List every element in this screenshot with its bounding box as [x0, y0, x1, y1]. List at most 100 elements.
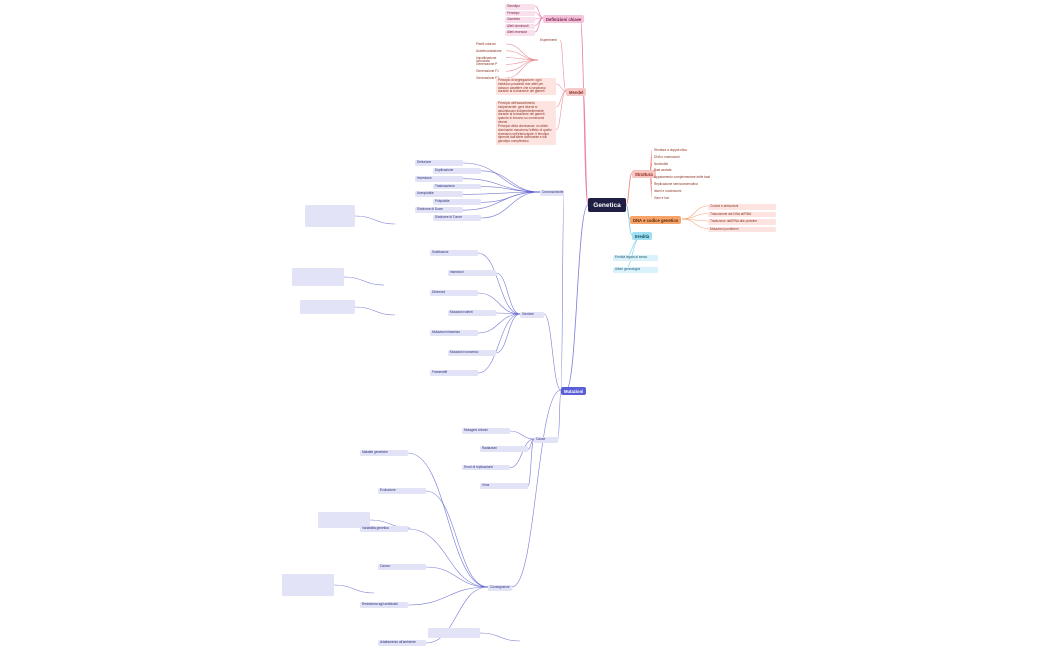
branch-mendel[interactable]: Mendel — [566, 88, 587, 96]
eredita-item[interactable]: Eredità legata al sesso — [613, 255, 658, 261]
struttura-item[interactable]: Replicazione semiconservativa — [654, 182, 698, 186]
leaf-card-placeholder — [292, 268, 344, 286]
mendel-item[interactable]: Impollinazione incrociata — [476, 55, 497, 64]
mendel-item[interactable]: Generazione F2 — [476, 76, 499, 80]
leaf-card-placeholder — [428, 628, 480, 638]
mendel-principle[interactable]: Principio dell'assortimento indipendente… — [496, 101, 556, 126]
mendel-principle[interactable]: Principio della dominanza: un allele dom… — [496, 124, 556, 145]
struttura-item[interactable]: Appaiamento complementare delle basi — [654, 175, 710, 180]
branch-struttura[interactable]: Struttura — [632, 170, 656, 178]
mutazioni-group[interactable]: Conseguenze — [488, 585, 512, 591]
mutazioni-item[interactable]: Poliploidie — [433, 199, 481, 206]
connector-line — [625, 204, 633, 236]
connector-line — [555, 90, 567, 131]
codice-item[interactable]: Mutazioni puntiformi — [708, 226, 776, 233]
connector-line — [505, 59, 539, 72]
mendel-principle[interactable]: Principio di segregazione: ogni individu… — [496, 78, 556, 96]
leaf-card-placeholder — [305, 205, 355, 227]
mutazioni-item[interactable]: Sostituzioni — [430, 250, 478, 256]
leaf-card-placeholder — [300, 300, 355, 314]
leaf-card-placeholder — [282, 574, 334, 596]
mutazioni-item[interactable]: Errori di replicazione — [462, 464, 510, 471]
mendel-item[interactable]: Piselli odorosi — [476, 42, 496, 46]
connector-line — [543, 313, 562, 391]
codice-item[interactable]: Trascrizione dal DNA all'RNA — [708, 211, 776, 218]
mutazioni-item[interactable]: Frameshift — [430, 370, 478, 376]
mendel-esperimenti-label[interactable]: Esperimenti — [540, 38, 557, 42]
mutazioni-item[interactable]: Resistenza agli antibiotici — [360, 602, 408, 608]
connector-line — [495, 313, 521, 354]
connector-line — [557, 389, 562, 440]
struttura-item[interactable]: Geni e loci — [654, 195, 670, 200]
mutazioni-item[interactable]: Adattamento all'ambiente — [378, 640, 426, 646]
codice-item[interactable]: Traduzione dall'RNA alle proteine — [708, 219, 776, 225]
mutazioni-item[interactable]: Sindrome di Down — [415, 207, 463, 213]
branch-eredita[interactable]: Eredità — [632, 232, 653, 240]
definizioni-item[interactable]: Gametes — [505, 17, 535, 23]
mutazioni-group[interactable]: Cromosomiche — [540, 190, 564, 196]
connector-line — [509, 430, 535, 440]
mutazioni-item[interactable]: Inserzioni — [448, 270, 496, 276]
codice-item[interactable]: Codoni e anticodoni — [708, 204, 776, 210]
mutazioni-item[interactable]: Variabilità genetica — [360, 526, 408, 532]
mutazioni-item[interactable]: Virus — [480, 483, 528, 489]
mutazioni-item[interactable]: Delezioni — [430, 290, 478, 296]
connector-line — [681, 213, 709, 220]
eredita-item[interactable]: Alberi genealogici — [613, 267, 658, 273]
definizioni-item[interactable]: Alleli dominanti — [505, 23, 535, 30]
definizioni-item[interactable]: Fenotipo — [505, 10, 535, 17]
connector-line — [511, 389, 562, 588]
connector-line — [425, 566, 489, 588]
connector-line — [509, 438, 535, 468]
struttura-item[interactable]: Struttura a doppia elica — [654, 148, 687, 152]
struttura-item[interactable]: DNA e cromosomi — [654, 154, 680, 159]
mutazioni-item[interactable]: Mutazioni nonsenso — [448, 350, 496, 356]
branch-codice[interactable]: DNA e codice genetico — [630, 216, 682, 224]
connector-line — [354, 306, 396, 316]
connector-line — [477, 252, 521, 315]
branch-mutazioni[interactable]: Mutazioni — [561, 387, 587, 395]
connector-line — [407, 452, 489, 588]
mutazioni-item[interactable]: Delezione — [415, 160, 463, 166]
connector-line — [534, 17, 544, 33]
connector-line — [555, 83, 567, 92]
struttura-item[interactable]: Nucleotidi — [654, 161, 668, 166]
mutazioni-item[interactable]: Radiazioni — [480, 446, 528, 453]
mutazioni-group[interactable]: Geniche — [520, 312, 544, 318]
connector-line — [527, 438, 535, 487]
definizioni-item[interactable]: Alleli recessivi — [505, 30, 535, 36]
mutazioni-item[interactable]: Mutageni chimici — [462, 428, 510, 434]
connector-line — [462, 191, 541, 211]
mendel-item[interactable]: Generazione F1 — [476, 69, 499, 74]
struttura-item[interactable]: Basi azotate — [654, 168, 672, 173]
mutazioni-item[interactable]: Traslocazione — [433, 183, 481, 190]
mutazioni-item[interactable]: Cancro — [378, 564, 426, 570]
mendel-item[interactable]: Autofecondazione — [476, 48, 502, 53]
connector-line — [565, 204, 589, 391]
mutazioni-item[interactable]: Inversione — [415, 175, 463, 182]
connector-line — [477, 313, 521, 334]
mutazioni-group[interactable]: Cause — [534, 437, 558, 443]
connector-line — [534, 5, 544, 19]
connector-line — [579, 17, 589, 206]
mutazioni-item[interactable]: Sindrome di Turner — [433, 215, 481, 221]
connector-line — [477, 292, 521, 315]
connector-line — [625, 172, 633, 206]
mutazioni-item[interactable]: Mutazioni missenso — [430, 330, 478, 336]
mutazioni-item[interactable]: Evoluzione — [378, 488, 426, 494]
mendel-esperimenti-sublabel — [506, 58, 538, 60]
mutazioni-item[interactable]: Malattie genetiche — [360, 450, 408, 456]
connector-line — [495, 272, 521, 315]
root-node[interactable]: Genetica — [588, 198, 626, 212]
connector-lines — [282, 5, 709, 644]
definizioni-item[interactable]: Genotipo — [505, 4, 535, 10]
mutazioni-item[interactable]: Aneuploidie — [415, 191, 463, 198]
branch-definizioni[interactable]: Definizioni chiave — [543, 15, 585, 23]
connector-line — [407, 586, 489, 606]
mutazioni-item[interactable]: Mutazioni silenti — [448, 310, 496, 316]
mendel-item[interactable]: Generazione P — [476, 62, 498, 67]
connector-line — [343, 276, 385, 286]
mutazioni-item[interactable]: Duplicazione — [433, 167, 481, 174]
struttura-item[interactable]: Istoni e nucleosomi — [654, 188, 682, 193]
